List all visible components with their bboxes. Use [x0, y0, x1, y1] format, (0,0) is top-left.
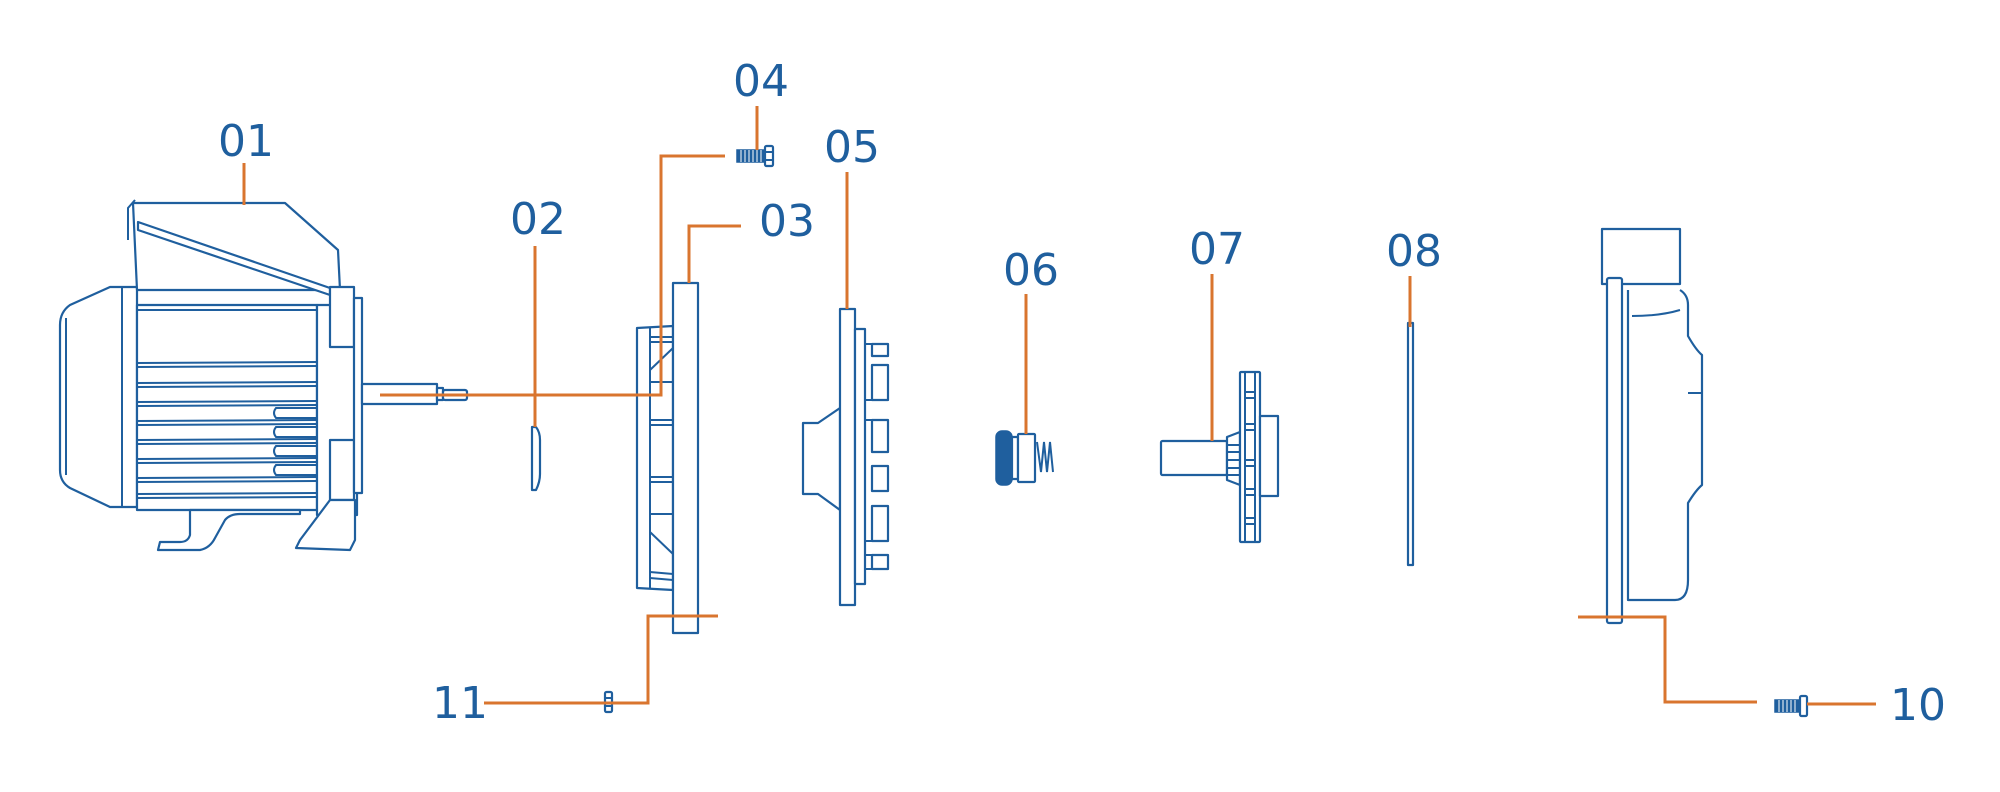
callout-10: 10: [1890, 680, 1946, 731]
callout-11: 11: [432, 678, 488, 729]
callout-02: 02: [510, 194, 566, 245]
leader-lines: [242, 106, 1876, 706]
leader-03: [687, 224, 741, 283]
part-bolt-04: [736, 144, 775, 168]
part-key: [530, 425, 542, 492]
callout-05: 05: [824, 122, 880, 173]
callout-01: 01: [218, 116, 274, 167]
part-mechanical-seal: [995, 430, 1054, 486]
part-motor: [58, 199, 469, 552]
callout-07: 07: [1189, 224, 1245, 275]
part-seal-plate: [801, 307, 890, 607]
part-bolt-10: [1774, 694, 1809, 718]
leader-11: [484, 614, 718, 705]
callout-08: 08: [1386, 226, 1442, 277]
part-gasket: [1406, 321, 1415, 567]
part-pump-casing: [1600, 227, 1704, 625]
part-impeller: [1159, 370, 1280, 544]
leader-10: [1578, 615, 1757, 704]
part-flange-plate: [635, 281, 700, 635]
callout-labels: 01 02 03 04 05 06 07 08 10 11: [218, 56, 1946, 731]
callout-03: 03: [759, 196, 815, 247]
callout-04: 04: [733, 56, 789, 107]
leader-04-shaft: [380, 154, 725, 397]
callout-06: 06: [1003, 245, 1059, 296]
